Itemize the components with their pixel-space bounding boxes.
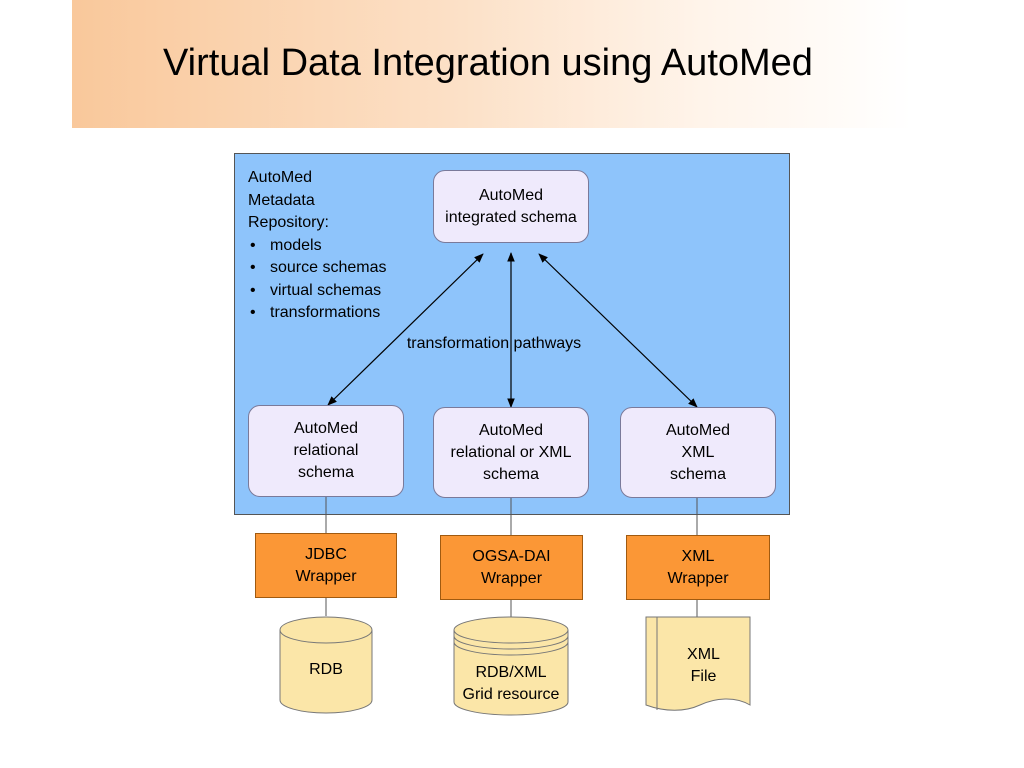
relational-schema-box: AutoMed relational schema xyxy=(248,405,404,497)
grid-resource-cylinder-shape xyxy=(453,616,569,716)
xml-wrapper-line-2: Wrapper xyxy=(667,569,729,587)
xml-schema-line-2: XML xyxy=(681,443,715,461)
jdbc-wrapper-box: JDBC Wrapper xyxy=(255,533,397,598)
list-item-label: models xyxy=(270,236,322,254)
grid-resource-label: RDB/XML Grid resource xyxy=(450,660,572,708)
bullet-icon: • xyxy=(250,259,256,276)
grid-label-line-2: Grid resource xyxy=(462,686,560,703)
jdbc-wrapper-line-1: JDBC xyxy=(305,545,347,563)
bullet-icon: • xyxy=(250,281,256,299)
list-item: • transformations xyxy=(248,302,387,325)
grid-label-line-1: RDB/XML xyxy=(475,664,547,681)
list-item: • models xyxy=(248,235,387,258)
rdb-label: RDB xyxy=(280,655,372,685)
relational-schema-line-1: AutoMed xyxy=(293,420,359,437)
integrated-schema-line-2: integrated schema xyxy=(445,208,577,226)
repository-title-line-3: Repository: xyxy=(248,214,329,231)
slide-title: Virtual Data Integration using AutoMed xyxy=(163,42,813,84)
repository-title-line-1: AutoMed xyxy=(248,169,313,186)
list-item-label: transformations xyxy=(270,304,381,321)
xml-file-label-line-1: XML xyxy=(687,646,720,663)
xml-schema-line-3: schema xyxy=(669,465,727,483)
rdb-label-line-1: RDB xyxy=(309,661,343,678)
xml-file-label: XML File xyxy=(657,642,750,690)
relxml-schema-line-3: schema xyxy=(482,465,540,483)
list-item-label: virtual schemas xyxy=(270,281,382,299)
relational-or-xml-schema-box: AutoMed relational or XML schema xyxy=(433,407,589,498)
relxml-schema-line-1: AutoMed xyxy=(478,421,544,439)
pathway-arrow-xml xyxy=(538,253,698,408)
xml-file-document-shape xyxy=(645,616,751,711)
relxml-schema-line-2: relational or XML xyxy=(450,443,572,461)
ogsa-wrapper-line-2: Wrapper xyxy=(480,569,543,587)
xml-schema-box: AutoMed XML schema xyxy=(620,407,776,498)
integrated-schema-box: AutoMed integrated schema xyxy=(433,170,589,243)
rdb-cylinder-shape xyxy=(279,616,373,714)
relational-schema-line-2: relational xyxy=(293,442,359,459)
xml-schema-line-1: AutoMed xyxy=(665,421,731,439)
xml-wrapper-line-1: XML xyxy=(681,547,715,565)
repository-title-line-2: Metadata xyxy=(248,191,315,209)
transformation-pathways-label: transformation pathways xyxy=(406,335,582,352)
repository-description: AutoMed Metadata Repository: • models • so… xyxy=(248,167,387,325)
repository-contents-list: • models • source schemas • virtual schemas… xyxy=(248,235,387,325)
ogsa-wrapper-line-1: OGSA-DAI xyxy=(472,547,551,565)
ogsa-dai-wrapper-box: OGSA-DAI Wrapper xyxy=(440,535,583,600)
xml-wrapper-box: XML Wrapper xyxy=(626,535,770,600)
xml-file-label-line-2: File xyxy=(690,668,717,685)
pathway-arrow-relational xyxy=(327,253,484,406)
integrated-schema-line-1: AutoMed xyxy=(478,186,544,204)
list-item: • virtual schemas xyxy=(248,280,387,303)
title-band xyxy=(72,0,912,128)
bullet-icon: • xyxy=(250,304,256,321)
list-item-label: source schemas xyxy=(270,259,387,276)
bullet-icon: • xyxy=(250,236,256,254)
jdbc-wrapper-line-2: Wrapper xyxy=(295,567,357,585)
relational-schema-line-3: schema xyxy=(297,464,355,481)
list-item: • source schemas xyxy=(248,257,387,280)
